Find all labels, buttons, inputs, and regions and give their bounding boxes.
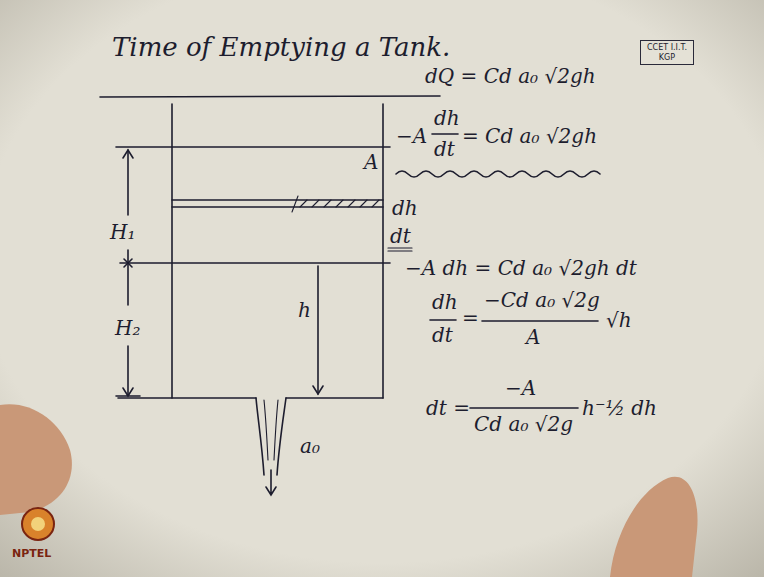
fraction-bar [430,319,456,321]
equation-text: dt = [426,398,470,418]
tank-wall [171,104,173,398]
hatching [292,196,379,212]
water-level [120,262,390,264]
arrowhead [123,150,133,158]
equation-text: √h [606,310,632,330]
equation-text: h⁻½ dh [582,398,657,418]
tank-bottom [118,397,383,399]
hand [0,404,72,515]
equation-text: dt [432,325,453,345]
hand [610,477,698,577]
equation-text: A [526,327,540,347]
equation-text: H₂ [115,318,140,338]
equation-text: dh [434,108,460,128]
equation-text: dt [434,139,455,159]
equation-text: −A [396,126,427,146]
equation-text: dh [432,292,458,312]
equation-text: dQ = Cd a₀ √2gh [425,66,596,86]
tank-wall [382,104,384,398]
fraction-bar [470,407,578,409]
jet [256,398,264,475]
double-underline [388,248,412,251]
equation-text: H₁ [110,222,135,242]
flow-arrow [266,470,276,495]
wavy-underline [396,171,600,177]
logo-text: NPTEL [12,548,51,559]
arrowhead [116,388,140,396]
equation-text: dt [390,226,411,246]
equation-text: dh [392,198,418,218]
water-level [116,146,390,148]
equation-text: −A [505,378,536,398]
equation-text: = Cd a₀ √2gh [462,126,597,146]
equation-text: h [298,300,311,320]
page-title: Time of Emptying a Tank. [112,34,450,60]
equation-text: Cd a₀ √2g [474,414,573,434]
equation-text: −A dh = Cd a₀ √2gh dt [405,258,637,278]
equation-text: A [364,152,378,172]
logo-mark [31,517,45,531]
fraction-bar [482,320,598,322]
equation-text: a₀ [300,436,320,456]
jet [277,398,286,475]
logo-mark [22,508,54,540]
equation-text: −Cd a₀ √2g [484,290,600,310]
arrowhead [313,386,323,394]
jet [264,400,278,460]
underline [100,96,440,97]
dimension-line [127,150,129,396]
ink-lines [100,96,600,495]
stamp-text: CCET I.I.T. KGP [645,43,689,62]
equation-text: = [462,308,479,328]
dimension-line [317,266,319,394]
stamp-box: CCET I.I.T. KGP [640,40,694,65]
fraction-bar [432,133,458,135]
